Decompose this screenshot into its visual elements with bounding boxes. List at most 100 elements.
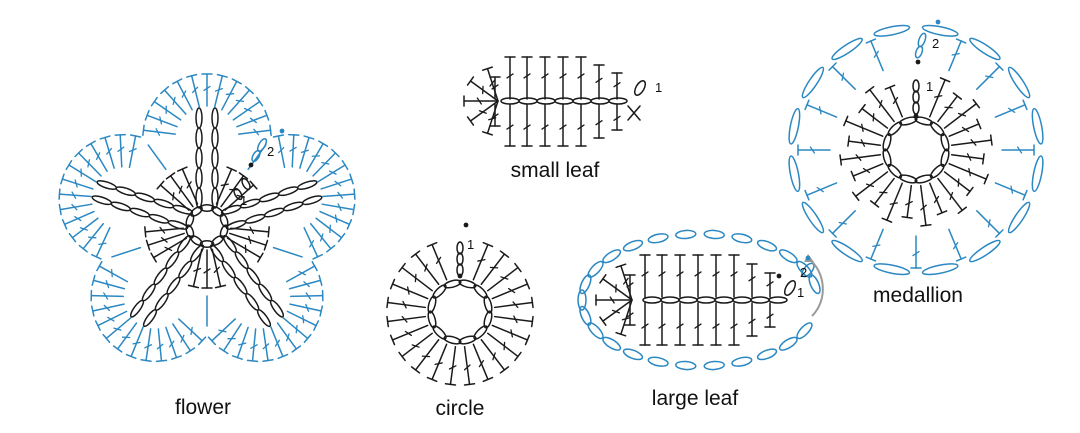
stitch-slash [159,226,166,234]
stitch-stem [288,279,322,290]
double-crochet-stitch [426,343,448,383]
stitch-top-bar [99,135,111,140]
stitch-slash [243,107,252,112]
stitch-slash [274,339,281,347]
stitch-top-bar [303,135,315,140]
outer-double-crochet [976,210,1004,238]
petal-chain [153,267,168,286]
stitch-stem [105,317,132,340]
double-crochet-stitch [929,182,948,216]
petal-double-crochet [227,86,254,115]
stitch-top-bar [165,172,176,180]
petal-chain [296,180,318,190]
stitch-top-bar [85,140,96,147]
double-crochet-stitch [463,345,476,386]
stitch-slash [337,203,342,212]
double-crochet-stitch [847,135,882,147]
stitch-stem [176,80,193,111]
stitch-stem [852,163,884,177]
stitch-slash [712,271,720,277]
ring-chain [483,295,493,314]
stitch-top-bar [319,305,324,317]
petal-double-crochet [319,210,353,230]
outer-chain-loop [873,24,911,37]
stitch-slash [492,352,496,361]
ring-chain [199,240,215,248]
stitch-top-bar [386,315,390,328]
stitch-top-bar [881,217,893,223]
stitch-slash [968,168,971,177]
petal-chain [195,147,203,169]
petal-chain [258,192,280,203]
stitch-top-bar [599,274,607,284]
petal-chain [244,213,266,224]
outer-chain-loop [788,107,801,145]
stitch-stem [92,303,125,312]
stitch-top-bar [291,345,302,353]
petal-double-crochet [125,326,144,360]
stitch-top-bar [326,244,336,253]
petal-chain [195,107,203,129]
petal-chain [222,234,238,253]
stitch-slash [766,281,774,287]
stitch-top-bar [828,62,837,71]
stitch-stem [82,223,105,250]
petal-chain [115,186,137,197]
stitch-stem [948,163,987,180]
stitch-stem [950,153,985,160]
petal-double-crochet [309,223,336,253]
stitch-top-bar [499,250,510,258]
stitch-stem [289,294,324,298]
stitch-top-bar [341,160,349,171]
petal-double-crochet [68,217,99,243]
stitch-slash [132,341,141,345]
stitch-slash [79,227,88,231]
double-crochet-stitch [466,100,499,126]
petal-double-crochet [321,203,356,216]
ring-chain [483,310,493,329]
stitch-stem [976,210,1001,235]
stitch-slash [477,259,486,262]
stitch-top-bar [186,73,198,78]
stitch-stem [472,243,489,281]
stitch-slash [103,292,109,300]
stitch-slash [987,219,991,228]
stitch-stem [291,134,295,168]
stitch-slash [892,96,899,105]
petal-chain [195,187,203,209]
petal-double-crochet [155,328,168,363]
round-2-chain [251,149,261,163]
petal-double-crochet [246,328,259,363]
stitch-slash [159,116,163,125]
stitch-slash [577,124,585,130]
center-chain [608,97,628,105]
petal-chain [142,309,158,328]
petal-double-crochet [91,227,111,260]
double-crochet-stitch [389,324,429,346]
stitch-slash [107,316,115,322]
stitch-stem [61,178,94,190]
stitch-top-bar [952,92,963,100]
double-crochet-stitch [937,92,963,123]
stitch-slash [253,128,260,136]
stitch-top-bar [232,355,243,360]
stitch-slash [559,124,567,130]
double-crochet-stitch [746,263,758,298]
petal-double-crochet [270,326,289,360]
stitch-top-bar [976,118,982,130]
double-crochet-stitch [710,254,722,298]
foundation-ring [882,116,950,184]
petal-chain [282,201,304,212]
ring-chain [473,284,488,299]
stitch-top-bar [410,250,421,258]
stitch-slash [277,146,285,154]
stitch-slash [249,117,257,124]
double-crochet-stitch [865,85,895,123]
stitch-slash [748,276,756,282]
double-crochet-stitch [493,315,534,328]
stitch-top-bar [145,239,151,251]
double-crochet-stitch [615,263,633,301]
stitch-top-bar [94,320,101,331]
stitch-slash [912,250,920,257]
